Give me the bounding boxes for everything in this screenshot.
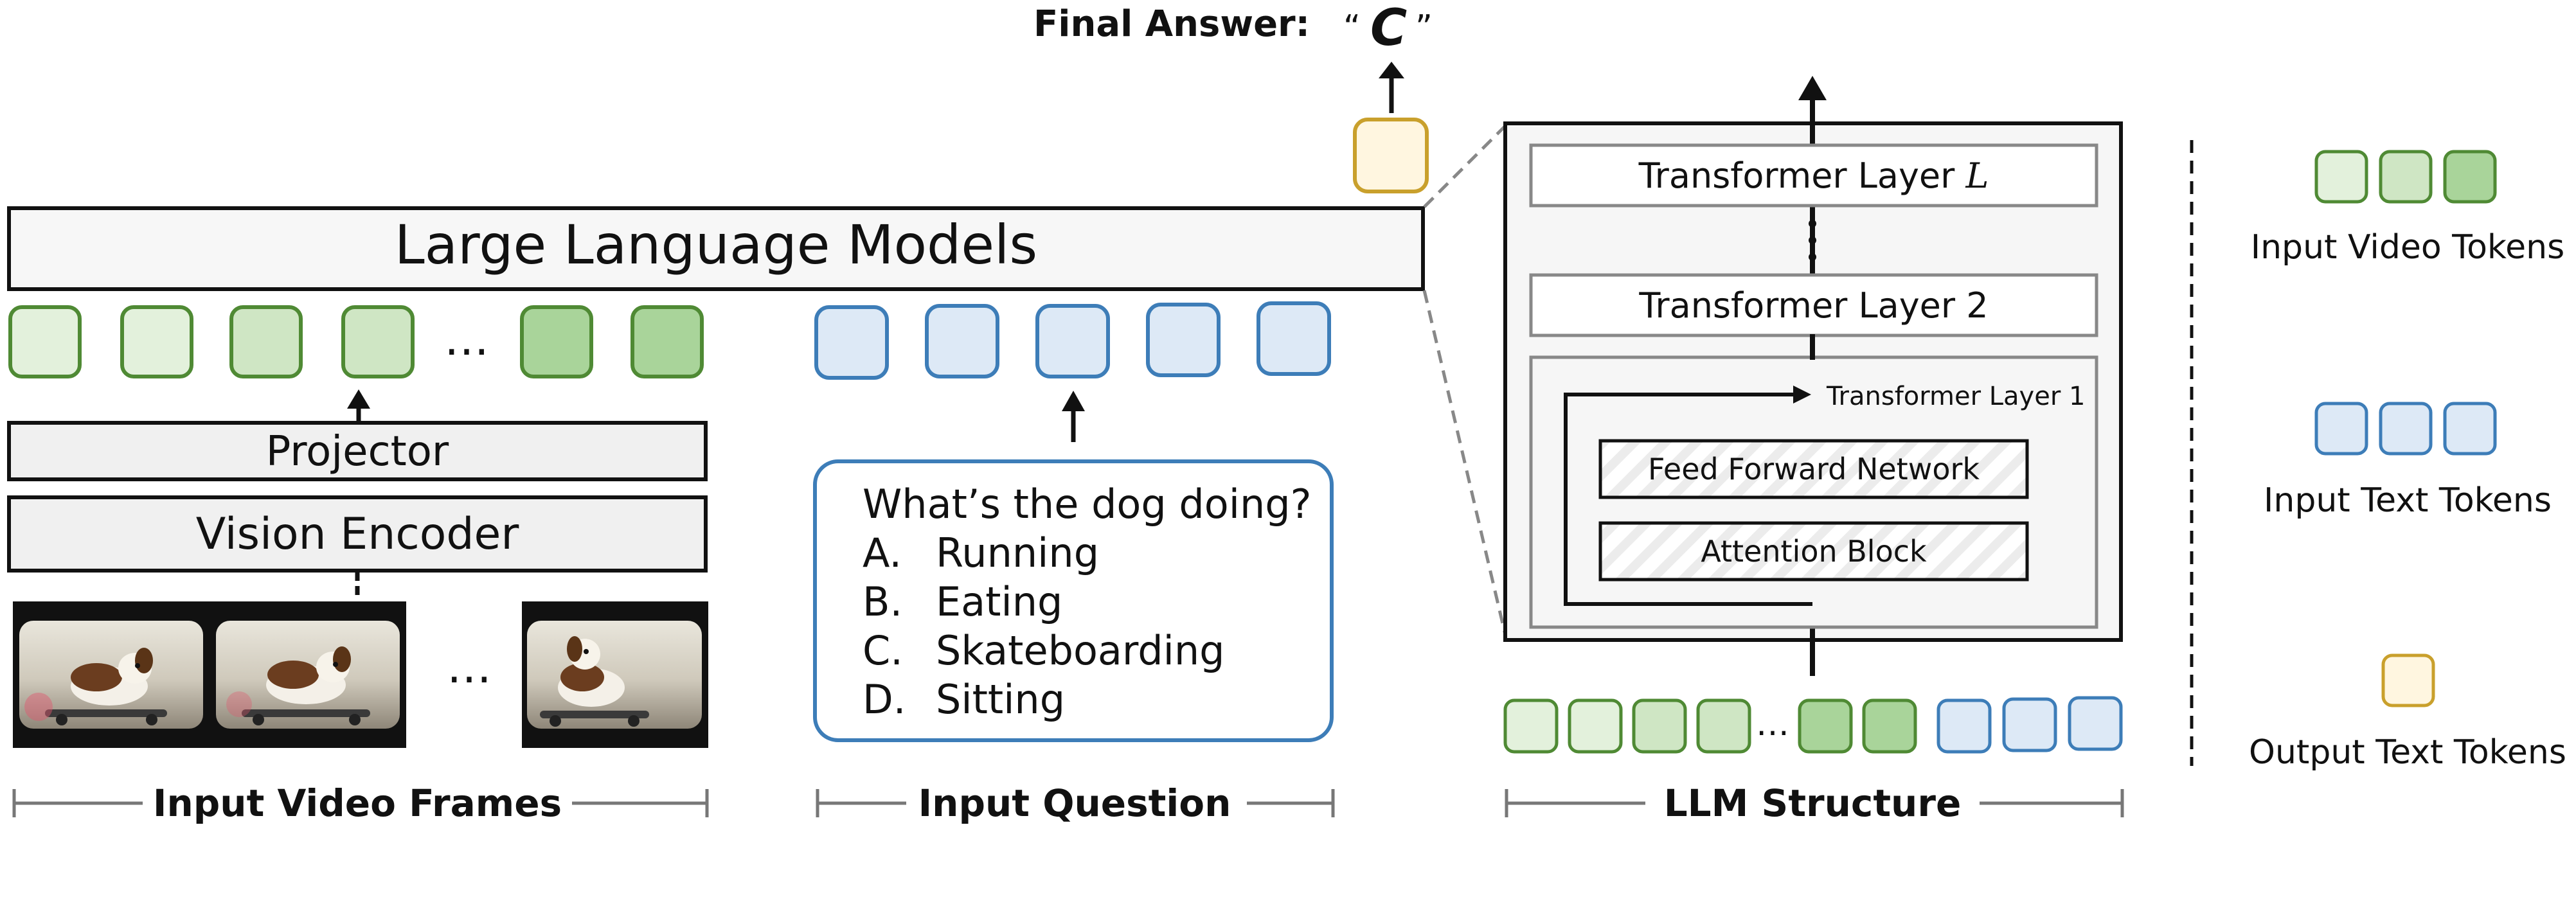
text-token (1146, 303, 1221, 377)
transformer-layer-l-label: Transformer Layer L (1638, 155, 1989, 196)
legend-output-tokens: Output Text Tokens (2249, 653, 2566, 772)
transformer-layer-2-box (1529, 273, 2098, 337)
video-token (1696, 698, 1751, 754)
legend-video-tokens-label: Input Video Tokens (2251, 228, 2564, 267)
text-token (2379, 402, 2433, 456)
dog-image (24, 648, 167, 725)
film-strip (13, 601, 406, 748)
text-token (2068, 696, 2123, 751)
final-answer-value: C (1370, 0, 1407, 57)
projector-label: Projector (266, 428, 449, 475)
question-box (813, 459, 1334, 742)
option-text: Running (936, 529, 1099, 576)
option-letter: C. (863, 627, 903, 674)
section-label-question-text: Input Question (918, 781, 1231, 825)
vdots-icon (1809, 220, 1816, 227)
zoom-line-top (1423, 123, 1508, 208)
text-token (925, 304, 999, 378)
final-answer-close-quote: ” (1415, 8, 1433, 47)
video-token (2314, 150, 2368, 204)
ffn-label: Feed Forward Network (1648, 452, 1980, 486)
video-token (2379, 150, 2433, 204)
residual-connection (1564, 393, 1812, 606)
structure-tokens-ellipsis: … (1756, 705, 1789, 743)
projector-box (7, 421, 708, 481)
transformer-layer-1-label: Transformer Layer 1 (1826, 382, 2085, 411)
option-text: Eating (936, 578, 1062, 625)
option-text: Skateboarding (936, 627, 1225, 674)
video-token (1862, 698, 1917, 754)
ffn-box (1598, 439, 2029, 499)
transformer-layer-l-box (1529, 143, 2098, 208)
option-text: Sitting (936, 676, 1065, 723)
legend-video-tokens: Input Video Tokens (2251, 150, 2564, 267)
text-token (2002, 697, 2057, 752)
section-label-video-text: Input Video Frames (153, 781, 562, 825)
text-token (1257, 301, 1331, 376)
zoom-line-bottom (1422, 290, 1508, 641)
question-arrow-head (1062, 391, 1085, 411)
video-token (120, 305, 193, 378)
video-token (341, 305, 415, 378)
section-label-question: Input Question (816, 781, 1335, 825)
question-content: What’s the dog doing? A. Running B. Eati… (863, 481, 1312, 723)
attention-label: Attention Block (1701, 534, 1927, 569)
vdots-icon (1809, 236, 1816, 244)
video-token (8, 305, 82, 378)
dog-image (540, 636, 649, 727)
video-frames: … (13, 601, 708, 748)
structure-tokens: … (1503, 696, 2123, 754)
section-label-llm: LLM Structure (1505, 781, 2124, 825)
section-label-video: Input Video Frames (12, 781, 709, 825)
text-token (814, 305, 889, 380)
structure-output-arrow-head (1798, 76, 1827, 100)
llm-box (7, 206, 1425, 291)
attention-box (1598, 521, 2029, 582)
video-token (2443, 150, 2497, 204)
residual-arrow-head (1793, 386, 1811, 404)
film-strip (522, 601, 708, 748)
output-token (2381, 653, 2435, 707)
dog-image (226, 646, 370, 725)
output-token (1353, 118, 1429, 193)
option-letter: B. (863, 578, 902, 625)
vision-encoder-label: Vision Encoder (196, 509, 519, 560)
video-token (1568, 698, 1623, 754)
text-token (1936, 698, 1992, 754)
video-tokens-ellipsis: … (444, 313, 489, 366)
legend: Input Video Tokens Input Text Tokens Out… (2249, 150, 2566, 772)
question-text: What’s the dog doing? (863, 481, 1312, 528)
option-letter: A. (863, 529, 902, 576)
legend-text-tokens-label: Input Text Tokens (2264, 481, 2552, 520)
section-label-llm-text: LLM Structure (1664, 781, 1962, 825)
video-token (1798, 698, 1853, 754)
projector-arrow-head (347, 389, 370, 409)
text-token (1035, 304, 1110, 378)
text-token (2314, 402, 2368, 456)
text-token (2443, 402, 2497, 456)
video-token (520, 305, 593, 378)
vision-encoder-box (7, 495, 708, 573)
video-frames-ellipsis: … (447, 641, 492, 693)
final-answer-label: Final Answer: (1033, 3, 1310, 45)
text-tokens (814, 301, 1331, 380)
final-answer: Final Answer: “ C ” (1033, 0, 1433, 57)
llm-box-title: Large Language Models (395, 213, 1037, 276)
transformer-layer-2-label: Transformer Layer 2 (1638, 285, 1988, 326)
legend-output-tokens-label: Output Text Tokens (2249, 733, 2566, 772)
video-token (1632, 698, 1687, 754)
legend-text-tokens: Input Text Tokens (2264, 402, 2552, 520)
answer-arrow-head (1379, 62, 1404, 78)
video-token (1503, 698, 1559, 754)
main-line-cover (1810, 334, 1815, 360)
vdots-icon (1809, 253, 1816, 261)
option-letter: D. (863, 676, 906, 723)
video-tokens: … (8, 305, 704, 378)
video-token (229, 305, 303, 378)
final-answer-open-quote: “ (1343, 8, 1361, 47)
video-token (631, 305, 704, 378)
